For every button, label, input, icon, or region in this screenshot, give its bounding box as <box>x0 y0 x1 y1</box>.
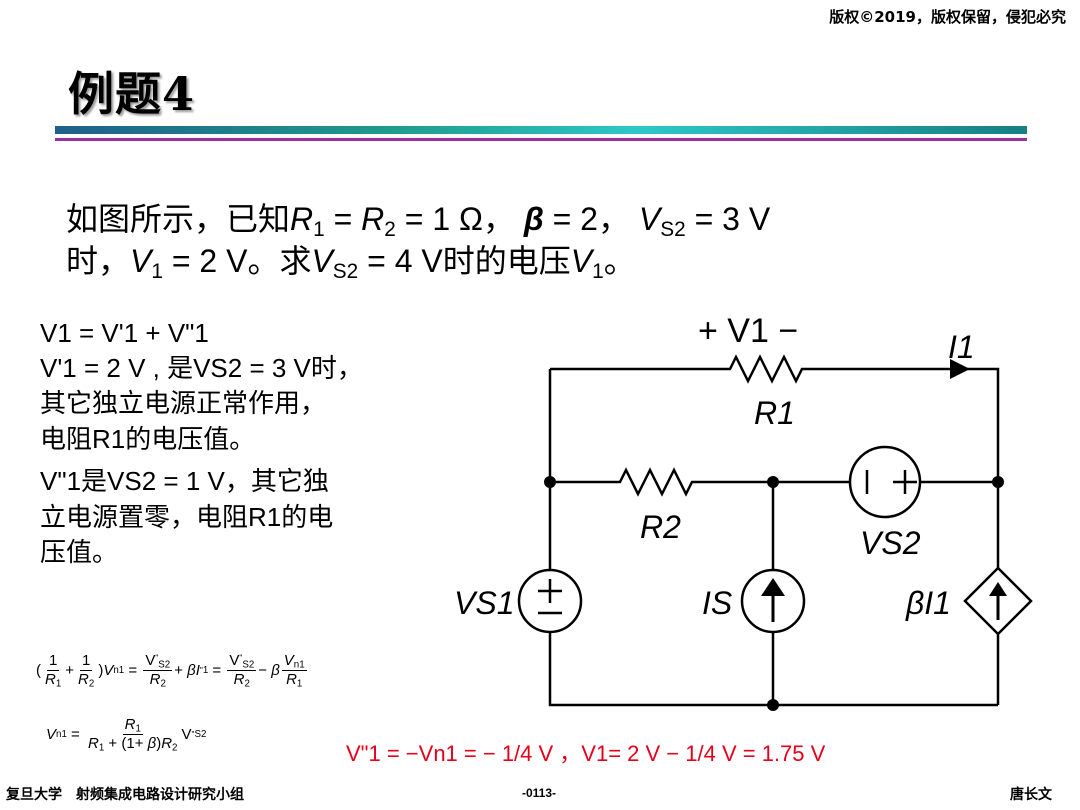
is-source-icon <box>740 568 806 634</box>
r2-label: R2 <box>640 509 681 545</box>
result-line: V"1 = −Vn1 = − 1/4 V ，V1= 2 V − 1/4 V = … <box>346 741 826 766</box>
title-underline-thin-bar <box>55 138 1027 141</box>
dependent-source-label: βI1 <box>905 585 951 621</box>
page-number: -0113- <box>522 786 557 800</box>
current-arrow-icon <box>950 359 970 379</box>
footer-author: 唐长文 <box>1010 787 1052 803</box>
node-dot <box>767 699 779 711</box>
is-label: IS <box>702 585 732 621</box>
middle-branch-wire <box>550 467 850 497</box>
explanation-text: V1 = V'1 + V"1 V'1 = 2 V , 是VS2 = 3 V时， … <box>40 316 460 571</box>
node-dot <box>767 476 779 488</box>
vs2-source-icon <box>848 445 922 519</box>
i1-label: I1 <box>948 329 975 365</box>
problem-statement: 如图所示，已知R1 = R2 = 1 Ω， β = 2， VS2 = 3 V 时… <box>66 200 771 283</box>
top-branch-wire <box>550 354 1000 482</box>
slide-title: 例题4 <box>68 67 196 121</box>
circuit-diagram: + V1 − I1 R1 R2 VS1 VS2 IS βI1 <box>454 312 1033 711</box>
r1-label: R1 <box>754 395 795 431</box>
footer-organization: 复旦大学 射频集成电路设计研究小组 <box>6 787 244 803</box>
bottom-wire <box>548 632 998 707</box>
node-dot <box>992 476 1004 488</box>
vs1-source-icon <box>517 568 583 634</box>
title-underline-bar <box>55 126 1027 134</box>
node-dot <box>544 476 556 488</box>
vs1-label: VS1 <box>454 585 514 621</box>
dependent-source-icon <box>963 566 1033 636</box>
vs2-label: VS2 <box>860 525 921 561</box>
v1-label: + V1 − <box>698 312 798 350</box>
copyright-notice: 版权©2019，版权保留，侵犯必究 <box>829 8 1066 26</box>
superposition-equation: V1 = V'1 + V"1 <box>40 318 209 348</box>
